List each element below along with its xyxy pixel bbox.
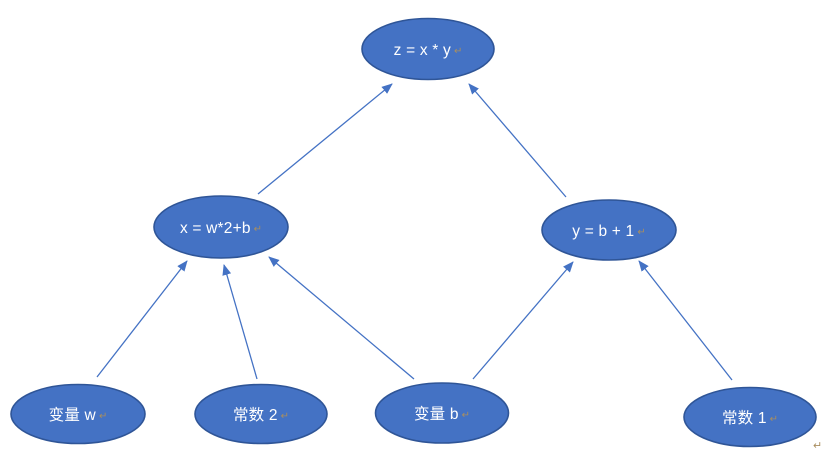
- return-mark-icon: ↵: [281, 411, 289, 422]
- paragraph-return-mark-icon: ↵: [813, 440, 822, 452]
- node-const-2-label: 常数 2↵: [233, 406, 289, 424]
- node-x-label: x = w*2+b↵: [180, 220, 262, 237]
- node-z-shape[interactable]: [361, 17, 495, 81]
- node-z[interactable]: z = x * y↵: [361, 17, 495, 81]
- node-y-label: y = b + 1↵: [572, 223, 646, 240]
- node-var-b-label: 变量 b↵: [414, 405, 470, 423]
- edge-const-2-to-x[interactable]: [222, 264, 258, 380]
- return-mark-icon: ↵: [99, 411, 107, 422]
- return-mark-icon: ↵: [254, 224, 262, 235]
- node-var-w-label: 变量 w↵: [49, 406, 108, 424]
- edge-x-to-z[interactable]: [257, 83, 393, 195]
- edge-var-b-to-x[interactable]: [268, 256, 415, 380]
- edge-y-to-z[interactable]: [468, 83, 567, 198]
- node-x-shape[interactable]: [153, 195, 289, 259]
- node-y-shape[interactable]: [541, 199, 677, 261]
- node-var-w[interactable]: 变量 w↵: [10, 383, 146, 445]
- node-const-1-label: 常数 1↵: [722, 409, 778, 427]
- return-mark-icon: ↵: [462, 410, 470, 421]
- node-var-w-shape[interactable]: [10, 383, 146, 445]
- node-y[interactable]: y = b + 1↵: [541, 199, 677, 261]
- node-x[interactable]: x = w*2+b↵: [153, 195, 289, 259]
- edge-const-1-to-y[interactable]: [638, 260, 733, 381]
- edge-var-b-to-y[interactable]: [472, 261, 574, 380]
- return-mark-icon: ↵: [770, 414, 778, 425]
- node-const-1-shape[interactable]: [683, 386, 817, 448]
- node-var-b-shape[interactable]: [374, 382, 510, 444]
- node-var-b[interactable]: 变量 b↵: [374, 382, 510, 444]
- node-z-label: z = x * y↵: [394, 42, 463, 59]
- node-const-2[interactable]: 常数 2↵: [194, 383, 328, 445]
- return-mark-icon: ↵: [454, 46, 462, 57]
- node-const-1[interactable]: 常数 1↵: [683, 386, 817, 448]
- edge-var-w-to-x[interactable]: [96, 260, 188, 378]
- return-mark-icon: ↵: [637, 227, 645, 238]
- node-const-2-shape[interactable]: [194, 383, 328, 445]
